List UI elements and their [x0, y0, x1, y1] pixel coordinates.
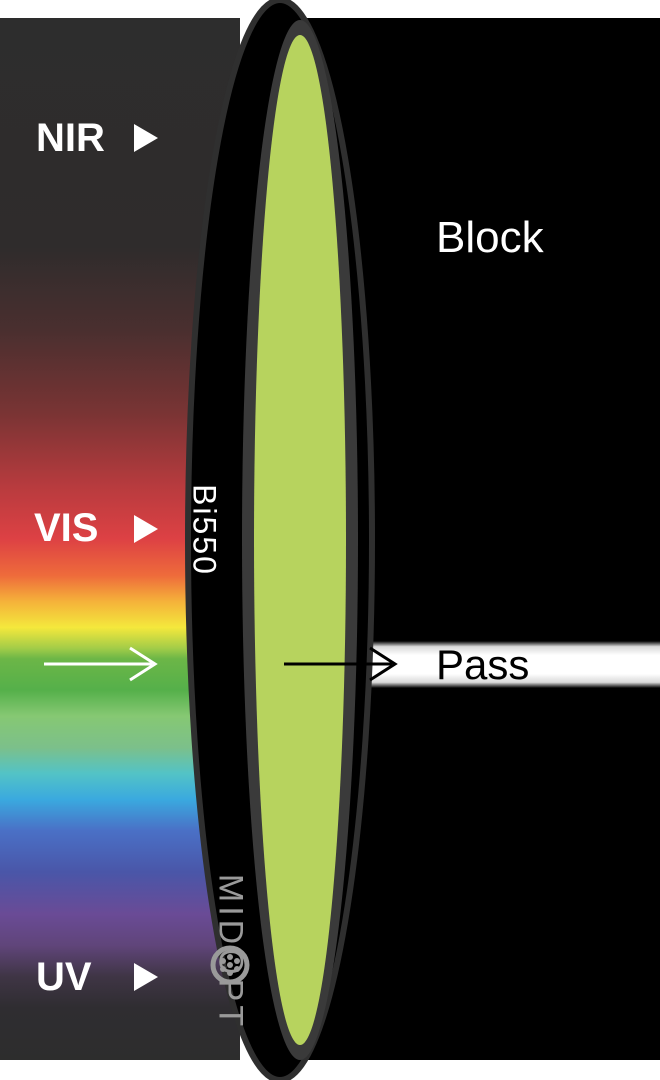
triangle-right-icon [134, 963, 158, 991]
arrow-right-icon [44, 646, 158, 682]
pass-label: Pass [436, 641, 530, 688]
triangle-right-icon [134, 515, 158, 543]
triangle-right-icon [134, 124, 158, 152]
lens-aperture-icon [210, 945, 250, 985]
filter-model-label: Bi550 [186, 484, 223, 576]
nir-label: NIR [36, 116, 105, 160]
filter-glass [254, 35, 346, 1045]
block-label: Block [436, 213, 544, 262]
pass-arrow-icon [284, 646, 398, 682]
brand-label: MIDOPT [211, 873, 250, 1031]
uv-label: UV [36, 955, 92, 999]
vis-label: VIS [34, 506, 99, 550]
